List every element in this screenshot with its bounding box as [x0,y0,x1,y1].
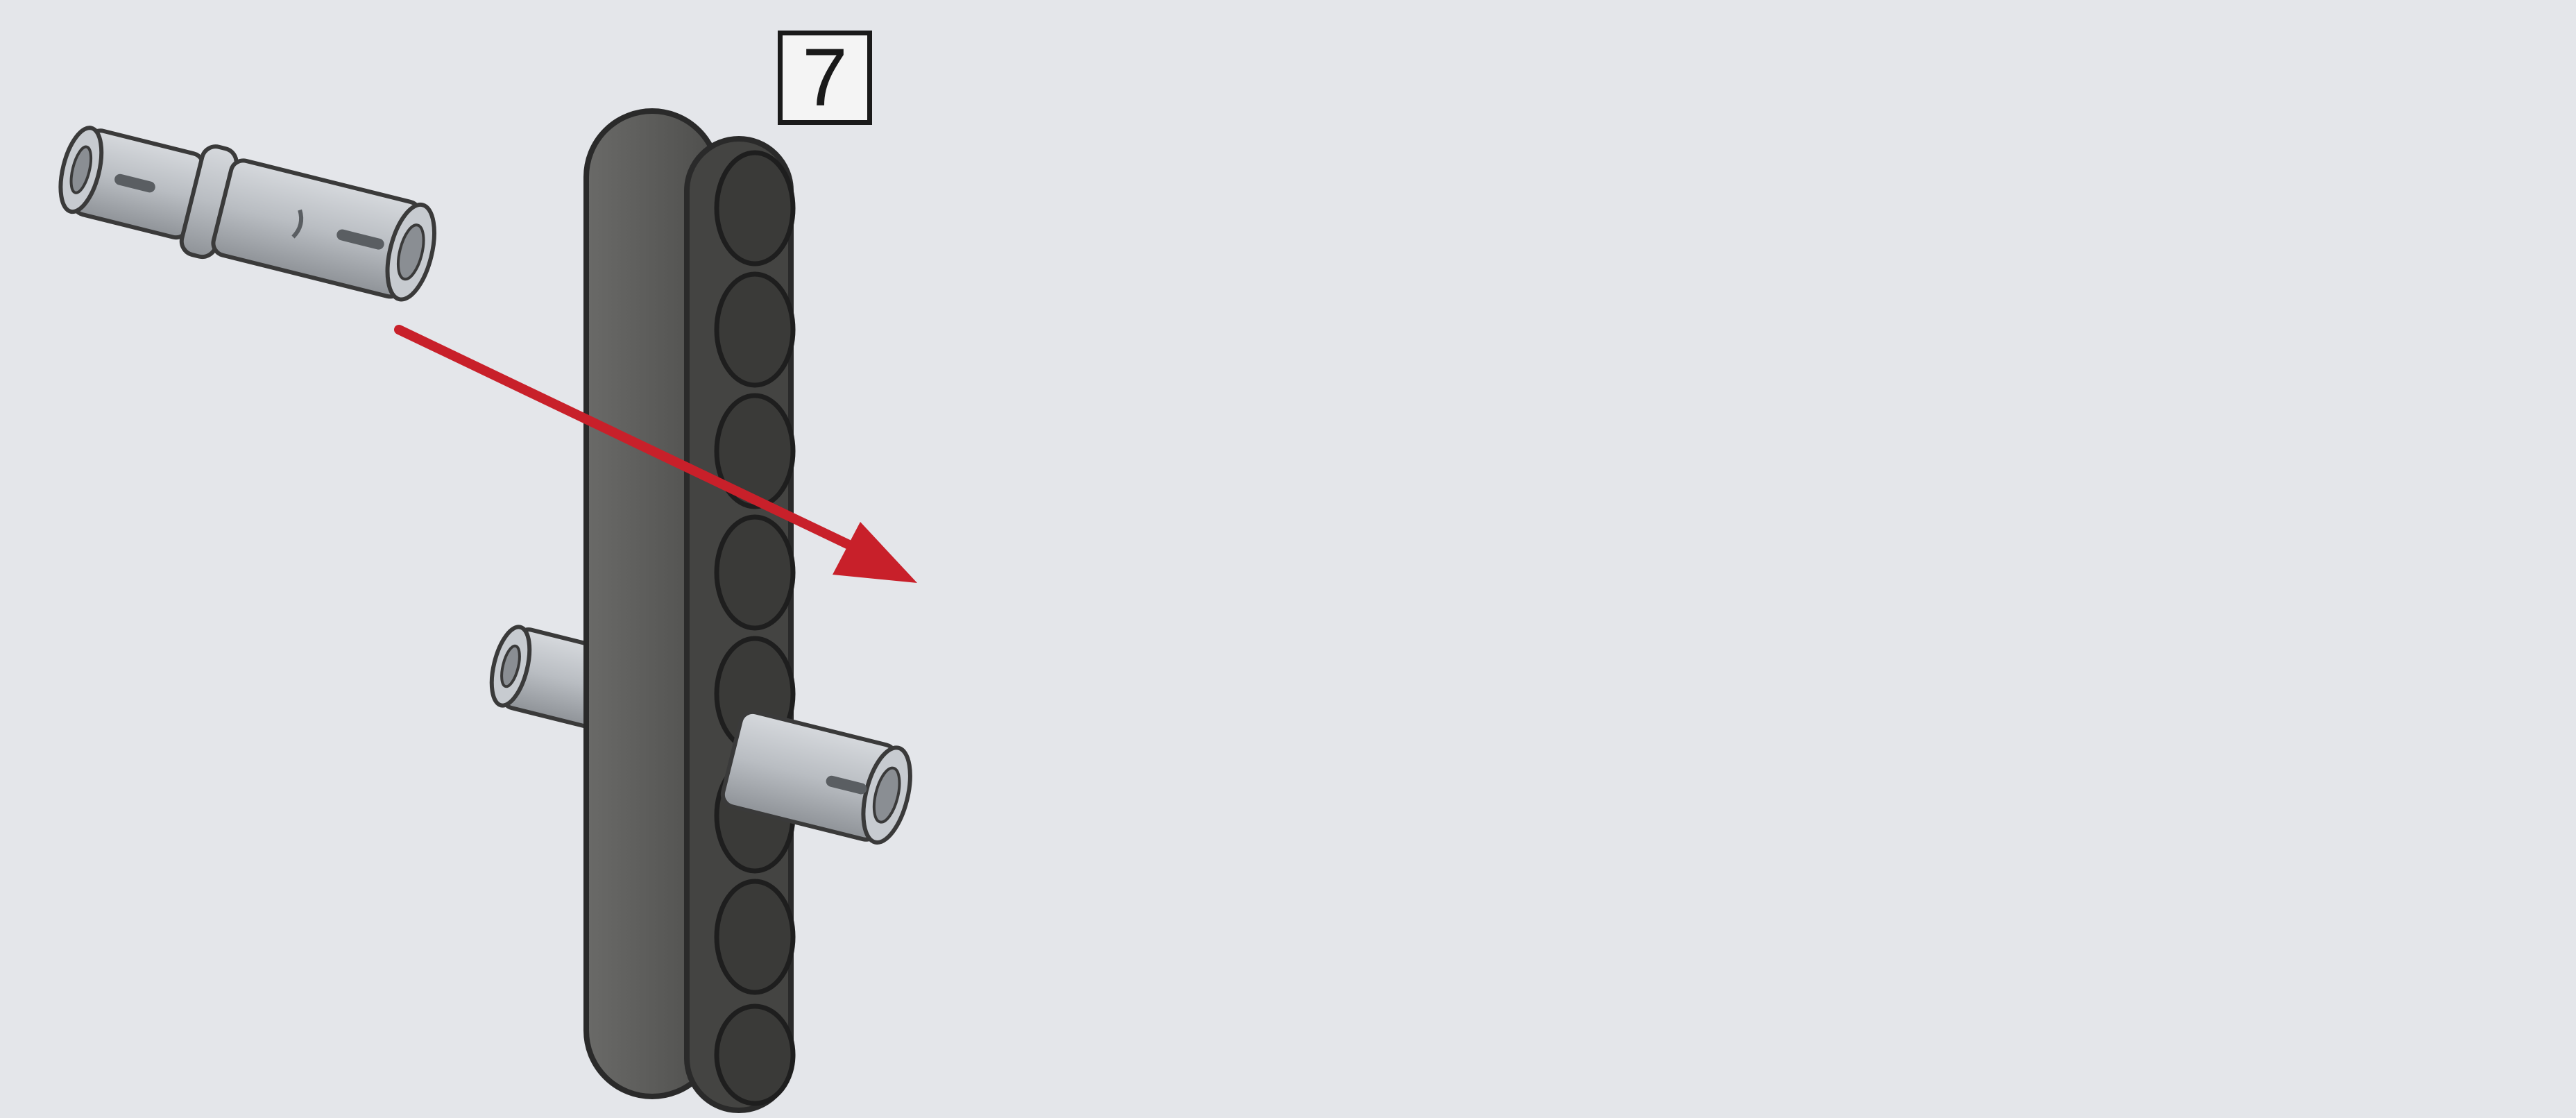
step-number: 7 [802,37,848,119]
step-number-box: 7 [778,31,872,125]
friction-pin-incoming [50,112,444,311]
before-assembly [50,111,919,1110]
liftarm-beam [586,111,793,1110]
